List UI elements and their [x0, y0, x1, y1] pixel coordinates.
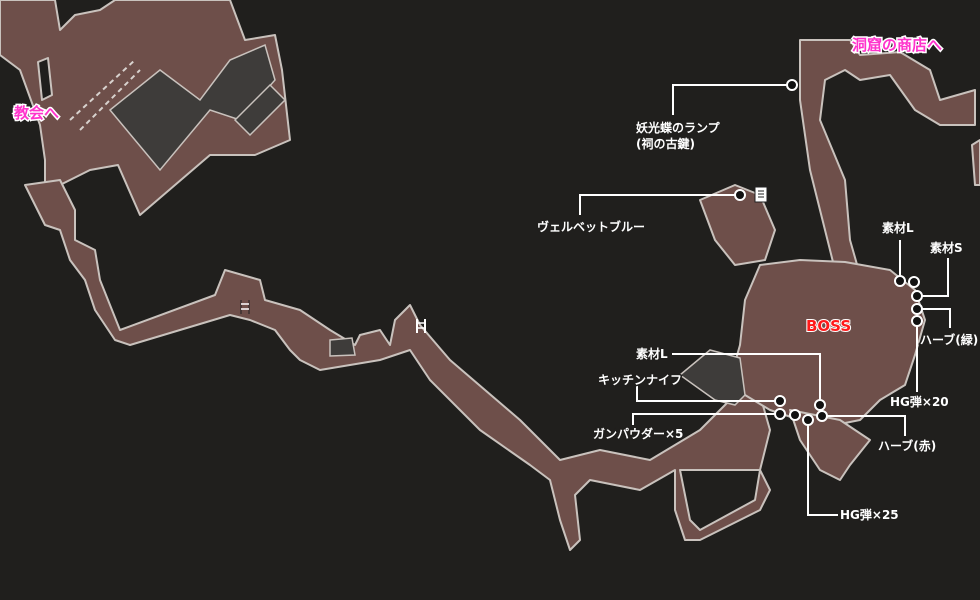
item-dot-icon[interactable]	[908, 276, 920, 288]
cave-shop-corridor	[799, 39, 976, 276]
item-dot-icon[interactable]	[802, 414, 814, 426]
left-rock-gap	[37, 57, 53, 101]
lamp-label-line1: 妖光蝶のランプ	[636, 120, 721, 135]
gunpowder-label: ガンパウダー×5	[593, 426, 683, 441]
unexplored-room-1	[108, 43, 276, 172]
left-corridor	[24, 179, 771, 551]
arena-south-link	[789, 409, 871, 481]
material-l-top-label: 素材L	[882, 220, 914, 235]
item-dot-icon[interactable]	[814, 399, 826, 411]
ladder-icon[interactable]	[240, 300, 250, 314]
item-dot-icon[interactable]	[734, 189, 746, 201]
material-s-leader	[917, 258, 949, 297]
church-destination-label[interactable]: 教会へ	[12, 103, 61, 124]
hg25-leader	[807, 420, 838, 516]
velvet-blue-label: ヴェルベットブルー	[537, 219, 645, 234]
item-dot-icon[interactable]	[816, 410, 828, 422]
herb-green-label: ハーブ(緑)	[920, 332, 978, 347]
item-dot-icon[interactable]	[911, 303, 923, 315]
cave-shop-destination-label[interactable]: 洞窟の商店へ	[851, 35, 944, 56]
hg-ammo-25-label: HG弾×25	[840, 507, 899, 522]
velvet-blue-room	[699, 184, 776, 266]
item-dot-icon[interactable]	[786, 79, 798, 91]
ladder-icon[interactable]	[416, 319, 426, 333]
item-dot-icon[interactable]	[774, 395, 786, 407]
item-dot-icon[interactable]	[911, 290, 923, 302]
material-l-mid-label: 素材L	[636, 346, 668, 361]
gunpowder-leader	[632, 413, 780, 425]
hg-ammo-20-label: HG弾×20	[890, 394, 949, 409]
lamp-leader	[672, 84, 792, 115]
east-edge-fragment	[971, 139, 980, 186]
item-dot-icon[interactable]	[911, 315, 923, 327]
kitchen-knife-label: キッチンナイフ	[598, 373, 682, 387]
south-inlet	[679, 469, 761, 531]
lamp-label-line2: (祠の古鍵)	[636, 136, 695, 151]
material-s-label: 素材S	[930, 240, 963, 255]
material-l-mid-leader	[672, 353, 821, 403]
item-dot-icon[interactable]	[774, 408, 786, 420]
herb-red-leader	[822, 415, 906, 436]
herb-red-label: ハーブ(赤)	[878, 438, 936, 453]
document-icon[interactable]	[754, 186, 768, 203]
item-dot-icon[interactable]	[894, 275, 906, 287]
small-side-room	[329, 337, 356, 357]
velvet-leader	[579, 194, 740, 215]
unexplored-room-2	[233, 83, 287, 137]
herb-green-leader	[917, 308, 951, 328]
unexplored-arena-pocket	[678, 349, 746, 406]
boss-label: BOSS	[806, 317, 851, 335]
item-dot-icon[interactable]	[789, 409, 801, 421]
church-path-dashes	[69, 59, 136, 121]
kitchen-knife-leader	[636, 385, 780, 402]
